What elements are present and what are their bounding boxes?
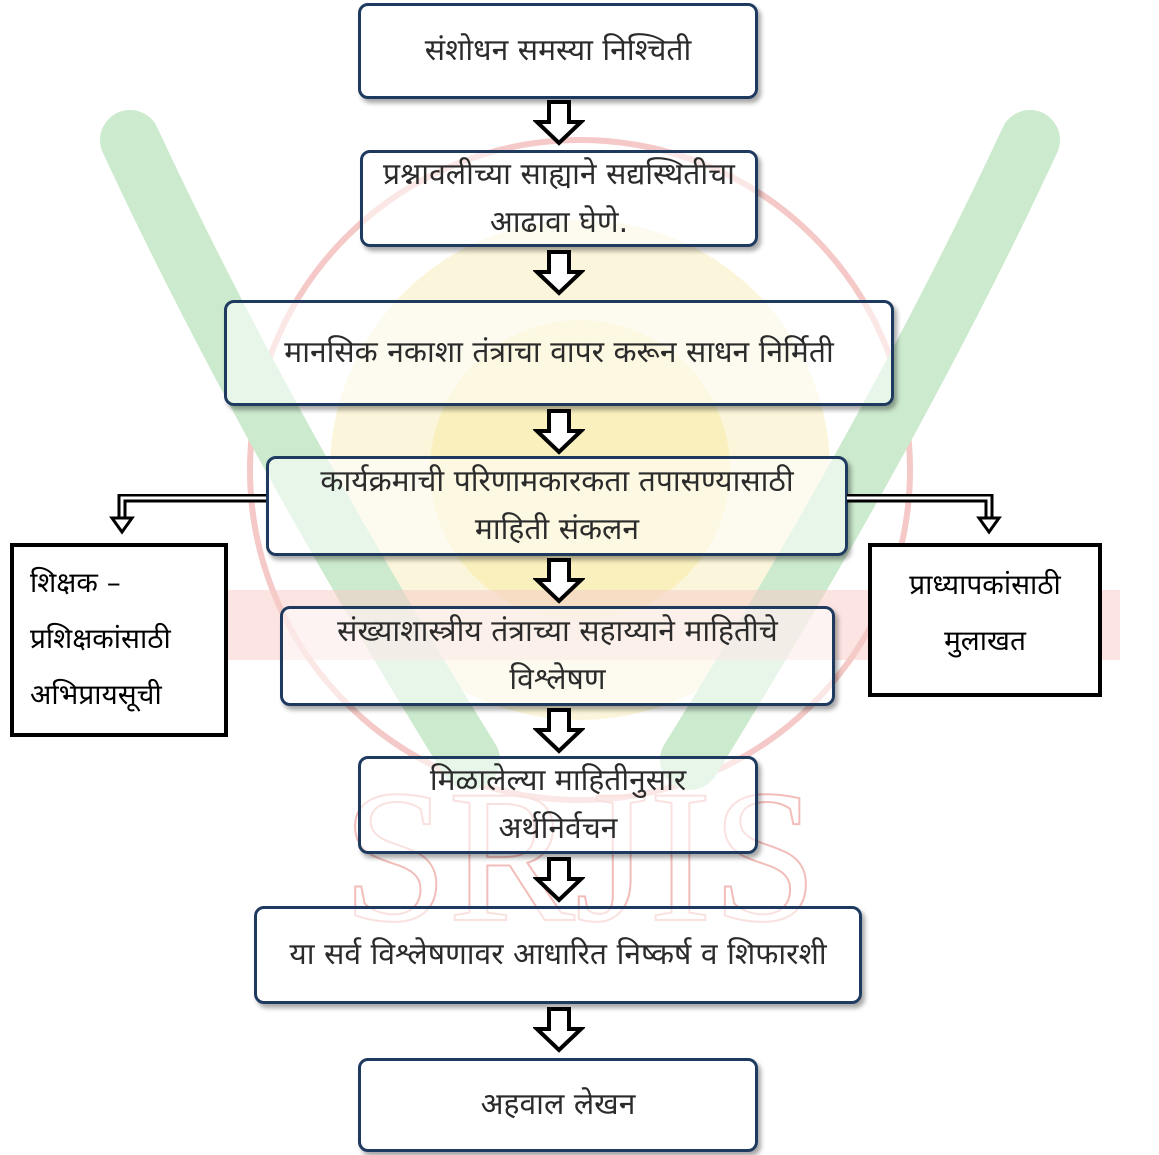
side-right-label: प्राध्यापकांसाठी मुलाखत xyxy=(909,568,1061,657)
step-label: या सर्व विश्लेषणावर आधारित निष्कर्ष व शि… xyxy=(289,937,827,972)
teacher-trainer-feedback-box: शिक्षक – प्रशिक्षकांसाठी अभिप्रायसूची xyxy=(10,543,228,737)
step-statistical-analysis: संख्याशास्त्रीय तंत्राच्या सहाय्याने माह… xyxy=(280,606,835,706)
step-label: संख्याशास्त्रीय तंत्राच्या सहाय्याने माह… xyxy=(337,614,778,697)
professor-interview-box: प्राध्यापकांसाठी मुलाखत xyxy=(868,543,1102,697)
step-data-collection: कार्यक्रमाची परिणामकारकता तपासण्यासाठी म… xyxy=(266,456,848,556)
left-connector-arrow xyxy=(109,494,266,535)
down-arrow-icon xyxy=(533,857,585,903)
side-left-label: शिक्षक – प्रशिक्षकांसाठी अभिप्रायसूची xyxy=(30,566,171,711)
step-interpretation: मिळालेल्या माहितीनुसार अर्थनिर्वचन xyxy=(358,756,758,854)
step-conclusions: या सर्व विश्लेषणावर आधारित निष्कर्ष व शि… xyxy=(254,906,862,1004)
down-arrow-icon xyxy=(533,558,585,604)
step-label: कार्यक्रमाची परिणामकारकता तपासण्यासाठी म… xyxy=(320,464,794,547)
step-tool-construction: मानसिक नकाशा तंत्राचा वापर करून साधन निर… xyxy=(224,300,894,406)
down-arrow-icon xyxy=(533,1007,585,1053)
step-survey-review: प्रश्नावलीच्या साह्याने सद्यस्थितीचा आढा… xyxy=(360,150,758,247)
step-label: संशोधन समस्या निश्चिती xyxy=(424,33,692,68)
step-label: मिळालेल्या माहितीनुसार अर्थनिर्वचन xyxy=(429,763,687,846)
down-arrow-icon xyxy=(533,250,585,296)
step-label: मानसिक नकाशा तंत्राचा वापर करून साधन निर… xyxy=(284,335,834,370)
down-arrow-icon xyxy=(533,409,585,455)
step-label: अहवाल लेखन xyxy=(480,1087,636,1122)
step-label: प्रश्नावलीच्या साह्याने सद्यस्थितीचा आढा… xyxy=(383,156,735,240)
step-problem-identification: संशोधन समस्या निश्चिती xyxy=(358,3,758,99)
step-report-writing: अहवाल लेखन xyxy=(358,1058,758,1152)
right-connector-arrow xyxy=(847,494,1002,535)
down-arrow-icon xyxy=(533,100,585,146)
down-arrow-icon xyxy=(533,708,585,754)
